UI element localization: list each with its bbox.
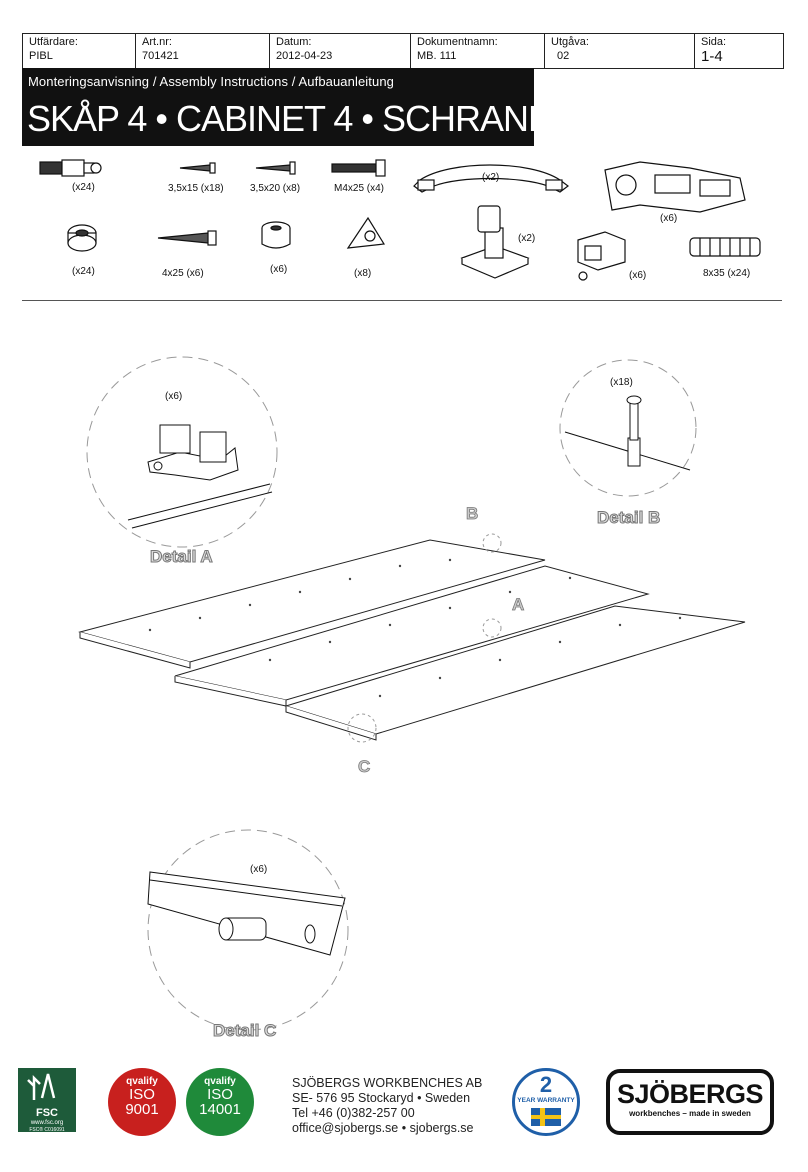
company-line-3: Tel +46 (0)382-257 00 xyxy=(292,1106,415,1120)
part-qty-key-lock: (x2) xyxy=(518,233,536,244)
edition-value: 02 xyxy=(557,50,570,62)
part-qty-cam-lock: (x24) xyxy=(72,266,95,277)
cam-lock-icon xyxy=(67,224,97,252)
sjobergs-logo: SJÖBERGS workbenches – made in sweden xyxy=(606,1069,774,1135)
issuer-value: PIBL xyxy=(29,50,53,62)
header-cell-edition: Utgåva: 02 xyxy=(545,34,695,68)
edition-label: Utgåva: xyxy=(551,36,589,48)
title-band: Monteringsanvisning / Assembly Instructi… xyxy=(22,68,580,146)
part-qty-cam-bolt: (x24) xyxy=(72,182,95,193)
part-qty-dowel: 8x35 (x24) xyxy=(703,268,751,279)
detail-b-label: Detail B xyxy=(596,508,661,528)
article-value: 701421 xyxy=(142,50,179,62)
warranty-badge: 2 YEAR WARRANTY xyxy=(512,1068,580,1136)
company-line-2: SE- 576 95 Stockaryd • Sweden xyxy=(292,1091,471,1105)
detail-b-cam-bolt-icon xyxy=(564,395,691,471)
issuer-label: Utfärdare: xyxy=(29,36,78,48)
marker-a: A xyxy=(512,595,525,615)
mounting-plate-icon xyxy=(577,231,626,281)
swedish-flag-icon xyxy=(531,1108,561,1126)
date-label: Datum: xyxy=(276,36,312,48)
header-cell-page: Sida: 1-4 xyxy=(695,34,783,68)
page-value: 1-4 xyxy=(701,48,723,65)
marker-c: C xyxy=(358,757,371,777)
fsc-tree-icon xyxy=(27,1073,56,1100)
machine-screw-m4x25-icon xyxy=(331,159,386,177)
article-label: Art.nr: xyxy=(142,36,172,48)
furniture-foot-icon xyxy=(261,221,291,249)
date-value: 2012-04-23 xyxy=(276,50,333,62)
section-divider xyxy=(22,300,782,301)
detail-b-qty: (x18) xyxy=(610,377,633,388)
header-table: Utfärdare: PIBL Art.nr: 701421 Datum: 20… xyxy=(22,33,784,69)
fsc-site: www.fsc.org xyxy=(30,1120,64,1126)
part-qty-handle: (x2) xyxy=(482,172,500,183)
detail-a-label: Detail A xyxy=(150,547,214,567)
detail-a-qty: (x6) xyxy=(165,391,183,402)
part-qty-mounting-plate: (x6) xyxy=(629,270,647,281)
iso-9001-num: 9001 xyxy=(125,1101,159,1118)
detail-a-circle xyxy=(86,356,278,548)
company-line-4: office@sjobergs.se • sjobergs.se xyxy=(292,1121,474,1135)
screw-3-5x20-icon xyxy=(255,161,296,175)
logo-name: SJÖBERGS xyxy=(616,1079,764,1109)
part-qty-hinge: (x6) xyxy=(660,213,678,224)
page-title: SKÅP 4 • CABINET 4 • SCHRANK 4 xyxy=(27,98,580,139)
company-address: SJÖBERGS WORKBENCHES AB SE- 576 95 Stock… xyxy=(292,1076,482,1136)
cam-bolt-icon xyxy=(39,159,102,177)
iso-14001-brand: qvalify xyxy=(204,1076,236,1087)
header-cell-issuer: Utfärdare: PIBL xyxy=(23,34,136,68)
shelf-bracket-icon xyxy=(346,216,386,249)
part-qty-wood-screw-4x25: 4x25 (x6) xyxy=(162,268,204,279)
part-qty-m4x25: M4x25 (x4) xyxy=(334,183,385,194)
assembly-diagram xyxy=(78,356,746,1031)
company-line-1: SJÖBERGS WORKBENCHES AB xyxy=(292,1076,483,1090)
part-qty-bracket: (x8) xyxy=(354,268,372,279)
docname-value: MB. 111 xyxy=(417,50,457,62)
warranty-number: 2 xyxy=(539,1072,553,1097)
detail-c-label: Detail C xyxy=(212,1021,277,1041)
wood-screw-4x25-icon xyxy=(157,230,217,246)
part-qty-screw-3-5x20: 3,5x20 (x8) xyxy=(250,183,301,194)
iso-14001-iso: ISO xyxy=(207,1086,233,1103)
iso-9001-brand: qvalify xyxy=(126,1076,158,1087)
iso-14001-num: 14001 xyxy=(199,1101,241,1118)
docname-label: Dokumentnamn: xyxy=(417,36,498,48)
detail-b-circle xyxy=(559,359,697,497)
marker-b: B xyxy=(466,504,479,524)
key-lock-icon xyxy=(460,205,530,279)
page-label: Sida: xyxy=(701,36,727,48)
detail-a-bracket-icon xyxy=(127,424,273,529)
part-qty-foot: (x6) xyxy=(270,264,288,275)
fsc-name: FSC xyxy=(36,1107,58,1119)
wooden-dowel-icon xyxy=(689,237,761,257)
parts-illustrations xyxy=(39,159,761,281)
iso-9001-badge: qvalify ISO 9001 xyxy=(108,1068,176,1136)
detail-c-dowel-icon xyxy=(147,871,346,956)
header-cell-date: Datum: 2012-04-23 xyxy=(270,34,411,68)
header-cell-docname: Dokumentnamn: MB. 111 xyxy=(411,34,545,68)
iso-14001-badge: qvalify ISO 14001 xyxy=(186,1068,254,1136)
detail-c-circle xyxy=(147,829,349,1031)
header-cell-article: Art.nr: 701421 xyxy=(136,34,270,68)
panels-group xyxy=(78,539,746,741)
logo-tagline: workbenches – made in sweden xyxy=(629,1109,751,1118)
page-subtitle: Monteringsanvisning / Assembly Instructi… xyxy=(28,74,394,89)
warranty-text: YEAR WARRANTY xyxy=(517,1097,575,1104)
part-qty-screw-3-5x15: 3,5x15 (x18) xyxy=(168,183,224,194)
iso-9001-iso: ISO xyxy=(129,1086,155,1103)
screw-3-5x15-icon xyxy=(179,162,216,174)
detail-c-qty: (x6) xyxy=(250,864,268,875)
fsc-code: FSC® C016091 xyxy=(29,1127,65,1133)
handle-icon xyxy=(413,164,569,193)
panel-holes xyxy=(148,558,682,698)
hinge-icon xyxy=(604,161,746,213)
fsc-logo: FSC www.fsc.org FSC® C016091 xyxy=(18,1068,76,1133)
